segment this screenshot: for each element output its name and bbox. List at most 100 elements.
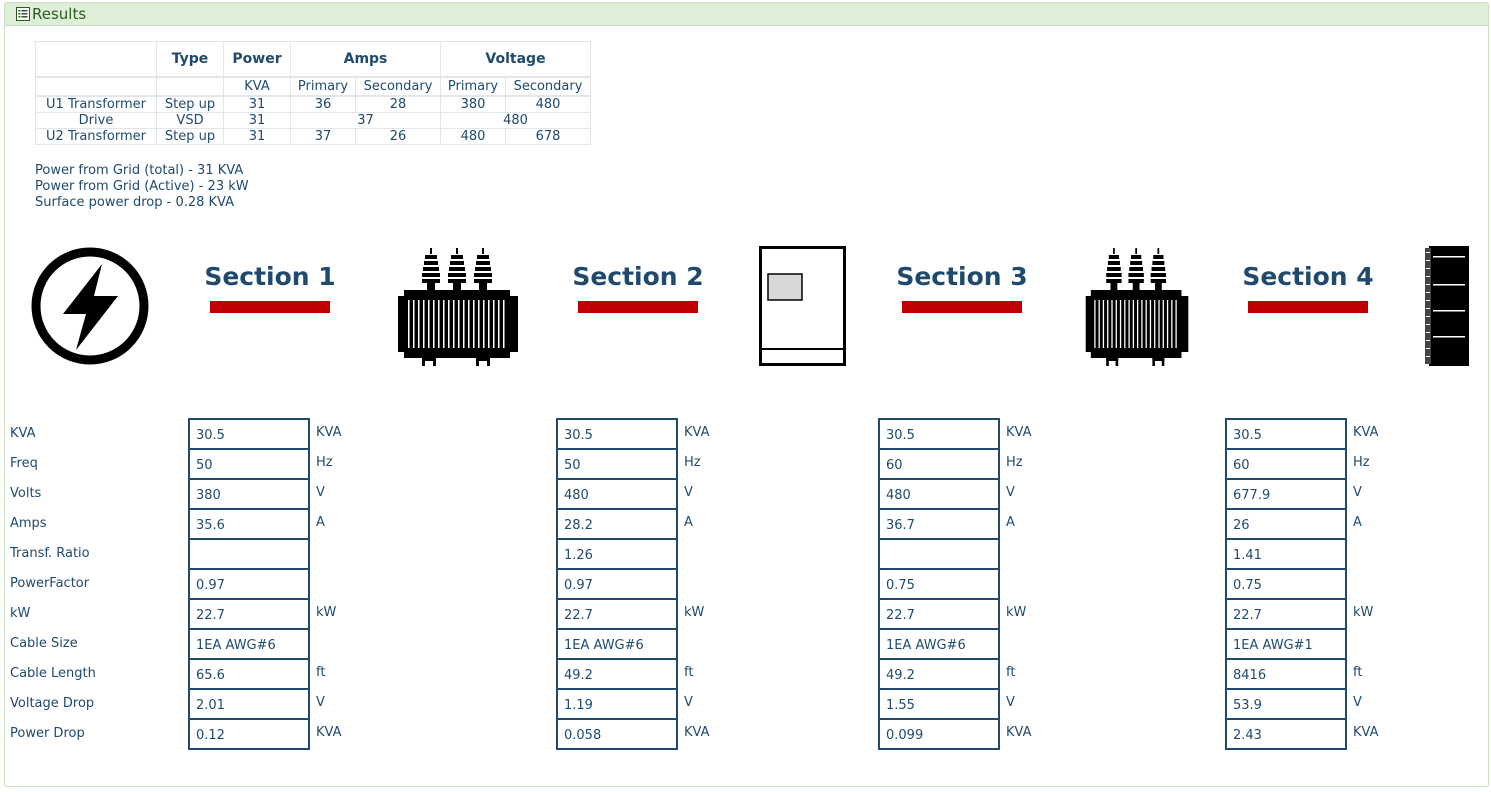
power-factor-value[interactable]: 0.75 <box>1225 568 1347 598</box>
param-label: Amps <box>10 516 47 531</box>
section-4-head: Section 4 <box>1228 262 1388 313</box>
cable-size-value[interactable]: 1EA AWG#6 <box>188 628 310 658</box>
power-drop-unit: KVA <box>684 725 710 740</box>
cable-length-unit: ft <box>1353 665 1363 680</box>
amps-value[interactable]: 36.7 <box>878 508 1000 538</box>
row-type: Step up <box>156 128 224 145</box>
cable-length-value[interactable]: 8416 <box>1225 658 1347 688</box>
freq-unit: Hz <box>1006 455 1023 470</box>
motor-icon <box>1425 246 1469 366</box>
power-drop-value[interactable]: 0.12 <box>188 718 310 750</box>
surface-drop-line: Surface power drop - 0.28 KVA <box>35 195 234 210</box>
voltage-drop-value[interactable]: 53.9 <box>1225 688 1347 718</box>
amps-value[interactable]: 28.2 <box>556 508 678 538</box>
transf-ratio-value[interactable] <box>188 538 310 568</box>
param-label: KVA <box>10 426 36 441</box>
transf-ratio-value[interactable]: 1.26 <box>556 538 678 568</box>
grid-active-line: Power from Grid (Active) - 23 kW <box>35 179 249 194</box>
kw-value[interactable]: 22.7 <box>878 598 1000 628</box>
row-kva: 31 <box>223 112 291 129</box>
row-amps: 37 <box>290 112 441 129</box>
cable-length-unit: ft <box>316 665 326 680</box>
row-amps-primary: 36 <box>290 95 356 113</box>
amps-value[interactable]: 26 <box>1225 508 1347 538</box>
table-row: Drive VSD 31 37 480 <box>35 112 591 129</box>
param-label: Volts <box>10 486 42 501</box>
power-drop-value[interactable]: 2.43 <box>1225 718 1347 750</box>
freq-value[interactable]: 50 <box>556 448 678 478</box>
cable-length-value[interactable]: 49.2 <box>556 658 678 688</box>
volts-value[interactable]: 677.9 <box>1225 478 1347 508</box>
power-factor-value[interactable]: 0.97 <box>556 568 678 598</box>
voltage-drop-value[interactable]: 1.19 <box>556 688 678 718</box>
header-voltage: Voltage <box>440 41 591 78</box>
summary-table: Type Power Amps Voltage KVA Primary Seco… <box>35 41 591 145</box>
summary-lines: Power from Grid (total) - 31 KVA Power f… <box>35 163 249 211</box>
drive-cabinet-icon <box>759 246 846 366</box>
cable-length-value[interactable]: 49.2 <box>878 658 1000 688</box>
kw-value[interactable]: 22.7 <box>1225 598 1347 628</box>
row-volt-primary: 380 <box>440 95 506 113</box>
cable-size-value[interactable]: 1EA AWG#6 <box>556 628 678 658</box>
subheader-amps-secondary: Secondary <box>355 76 441 97</box>
freq-unit: Hz <box>1353 455 1370 470</box>
results-header[interactable]: Results <box>5 3 1488 26</box>
panel-title: Results <box>32 5 87 23</box>
power-factor-value[interactable]: 0.97 <box>188 568 310 598</box>
kva-value[interactable]: 30.5 <box>188 418 310 448</box>
section-4-title: Section 4 <box>1242 262 1374 291</box>
kva-value[interactable]: 30.5 <box>878 418 1000 448</box>
volts-value[interactable]: 480 <box>878 478 1000 508</box>
voltage-drop-value[interactable]: 1.55 <box>878 688 1000 718</box>
amps-unit: A <box>684 515 693 530</box>
kva-value[interactable]: 30.5 <box>556 418 678 448</box>
kw-value[interactable]: 22.7 <box>556 598 678 628</box>
subheader-type <box>156 76 224 97</box>
voltage-drop-unit: V <box>1353 695 1362 710</box>
power-factor-value[interactable]: 0.75 <box>878 568 1000 598</box>
cable-size-value[interactable]: 1EA AWG#1 <box>1225 628 1347 658</box>
cable-length-value[interactable]: 65.6 <box>188 658 310 688</box>
amps-unit: A <box>1006 515 1015 530</box>
header-amps: Amps <box>290 41 441 78</box>
header-power: Power <box>223 41 291 78</box>
power-drop-value[interactable]: 0.099 <box>878 718 1000 750</box>
amps-value[interactable]: 35.6 <box>188 508 310 538</box>
kw-unit: kW <box>316 605 337 620</box>
subheader-kva: KVA <box>223 76 291 97</box>
kw-value[interactable]: 22.7 <box>188 598 310 628</box>
transformer-icon <box>1085 248 1189 366</box>
freq-value[interactable]: 60 <box>878 448 1000 478</box>
subheader-blank <box>35 76 157 97</box>
freq-value[interactable]: 60 <box>1225 448 1347 478</box>
param-label: kW <box>10 606 31 621</box>
param-labels: KVA Freq Volts Amps Transf. Ratio PowerF… <box>10 419 96 749</box>
kva-value[interactable]: 30.5 <box>1225 418 1347 448</box>
amps-unit: A <box>316 515 325 530</box>
volts-value[interactable]: 480 <box>556 478 678 508</box>
header-blank <box>35 41 157 78</box>
row-name: U1 Transformer <box>35 95 157 113</box>
voltage-drop-unit: V <box>1006 695 1015 710</box>
cable-size-value[interactable]: 1EA AWG#6 <box>878 628 1000 658</box>
param-label: Voltage Drop <box>10 696 95 711</box>
kw-unit: kW <box>1006 605 1027 620</box>
volts-unit: V <box>684 485 693 500</box>
section-3-head: Section 3 <box>882 262 1042 313</box>
summary-header-row: Type Power Amps Voltage <box>35 41 591 78</box>
power-drop-unit: KVA <box>1353 725 1379 740</box>
transf-ratio-value[interactable] <box>878 538 1000 568</box>
row-type: VSD <box>156 112 224 129</box>
grid-total-line: Power from Grid (total) - 31 KVA <box>35 163 244 178</box>
power-drop-value[interactable]: 0.058 <box>556 718 678 750</box>
section-1-head: Section 1 <box>190 262 350 313</box>
voltage-drop-value[interactable]: 2.01 <box>188 688 310 718</box>
param-label: PowerFactor <box>10 576 90 591</box>
transf-ratio-value[interactable]: 1.41 <box>1225 538 1347 568</box>
list-icon <box>16 7 30 21</box>
volts-value[interactable]: 380 <box>188 478 310 508</box>
freq-value[interactable]: 50 <box>188 448 310 478</box>
row-amps-secondary: 28 <box>355 95 441 113</box>
param-label: Cable Length <box>10 666 96 681</box>
param-label: Power Drop <box>10 726 85 741</box>
